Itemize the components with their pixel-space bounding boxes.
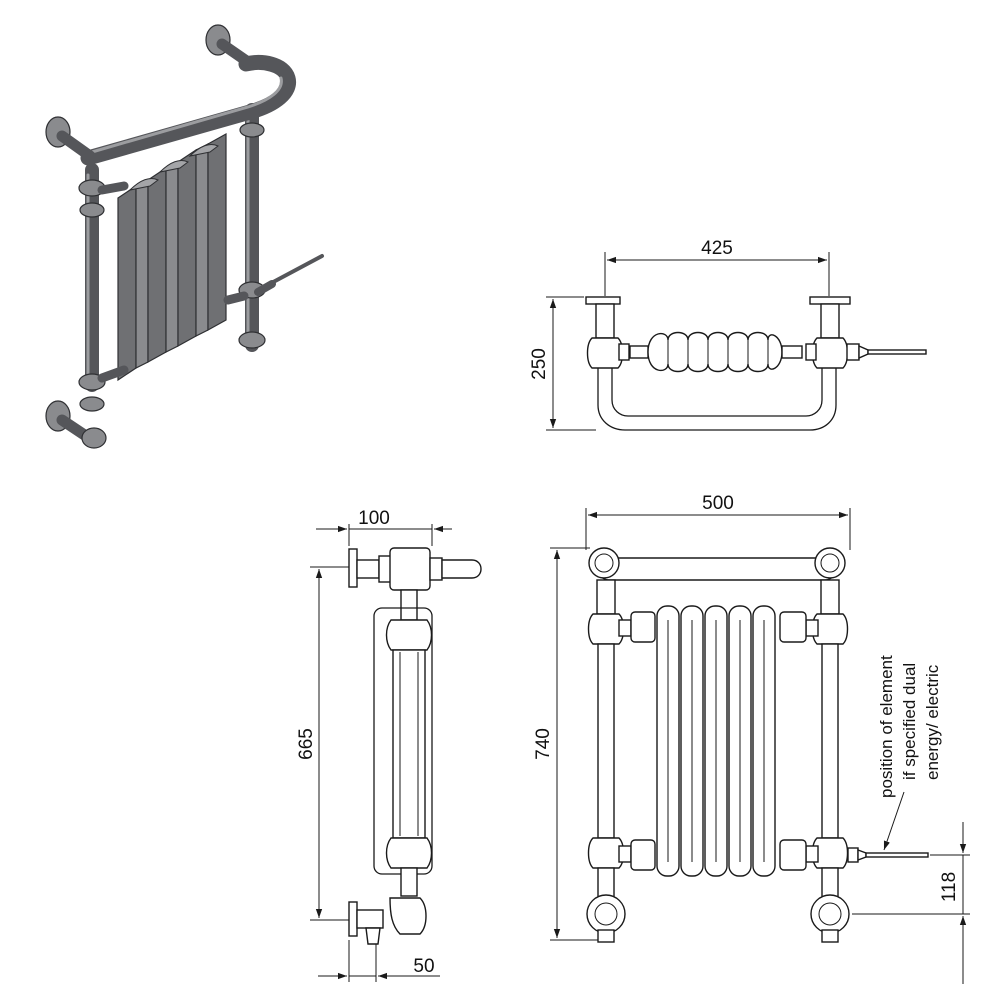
front-view: 500 740 118 (533, 493, 970, 984)
dim-side-depth: 100 (358, 508, 390, 529)
dim-top-width: 425 (701, 238, 733, 259)
dim-side-wall-offset: 50 (413, 956, 434, 977)
side-view: 100 665 50 (296, 508, 482, 982)
element-note: position of element if specified dual en… (877, 655, 942, 798)
dim-front-height: 740 (533, 728, 554, 760)
note-line-3: energy/ electric (923, 664, 942, 780)
dim-element-height: 118 (939, 872, 960, 902)
dim-front-width: 500 (702, 493, 734, 514)
top-fins (629, 331, 803, 373)
top-view: 425 250 (529, 238, 927, 431)
isometric-view (45, 24, 324, 449)
dim-side-height: 665 (296, 728, 317, 760)
note-line-2: if specified dual (900, 663, 919, 780)
dim-top-depth: 250 (529, 348, 550, 380)
front-fins (630, 605, 807, 877)
note-line-1: position of element (877, 655, 896, 798)
iso-fins (117, 132, 227, 382)
